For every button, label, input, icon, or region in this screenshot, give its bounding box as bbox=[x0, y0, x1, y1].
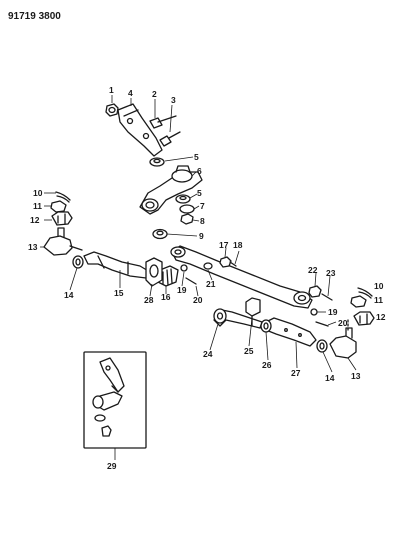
inset-detail-part-29 bbox=[83, 351, 147, 449]
adjusting-tube-part-27 bbox=[265, 317, 317, 347]
callout-5-lower: 5 bbox=[197, 188, 202, 198]
callout-16: 16 bbox=[161, 292, 171, 302]
left-tie-rod-end-group bbox=[43, 191, 197, 287]
callout-13-right: 13 bbox=[351, 371, 361, 381]
stud-part-25 bbox=[245, 297, 261, 317]
diagram-code: 91719 3800 bbox=[8, 11, 61, 22]
callout-13-left: 13 bbox=[28, 242, 38, 252]
pin-part-20-left bbox=[185, 277, 197, 285]
idler-bracket-assembly bbox=[105, 103, 203, 240]
pin-part-20-right bbox=[315, 321, 329, 327]
callout-labels: 1 2 3 4 5 6 5 7 8 9 10 11 12 13 14 15 16… bbox=[28, 85, 386, 471]
adjusting-tube-part-15 bbox=[83, 251, 151, 279]
callout-14-left: 14 bbox=[64, 290, 74, 300]
nut-part-22 bbox=[308, 285, 322, 298]
callout-4: 4 bbox=[128, 88, 133, 98]
nut-part-17 bbox=[219, 256, 232, 268]
nut-part-19-right bbox=[310, 308, 318, 316]
bolt-part-2 bbox=[149, 117, 163, 129]
callout-22: 22 bbox=[308, 265, 318, 275]
clamp-part-28 bbox=[145, 257, 163, 287]
slotted-nut-part-12-right bbox=[353, 311, 375, 326]
callout-8: 8 bbox=[200, 216, 205, 226]
callout-9: 9 bbox=[199, 231, 204, 241]
idler-bracket-part-4 bbox=[117, 103, 163, 157]
callout-20-right: 20 bbox=[338, 318, 348, 328]
callout-10-right: 10 bbox=[374, 281, 384, 291]
cotter-pin-part-10 bbox=[55, 191, 71, 201]
callout-6: 6 bbox=[197, 166, 202, 176]
tie-rod-end-part-13-left bbox=[43, 235, 73, 256]
callout-24: 24 bbox=[203, 349, 213, 359]
callout-7: 7 bbox=[200, 201, 205, 211]
callout-14-right: 14 bbox=[325, 373, 335, 383]
callout-26: 26 bbox=[262, 360, 272, 370]
callout-2: 2 bbox=[152, 89, 157, 99]
callout-10-left: 10 bbox=[33, 188, 43, 198]
slotted-nut-part-12 bbox=[51, 211, 73, 226]
callout-12-right: 12 bbox=[376, 312, 386, 322]
callout-15: 15 bbox=[114, 288, 124, 298]
callout-18: 18 bbox=[233, 240, 243, 250]
callout-25: 25 bbox=[244, 346, 254, 356]
nut-part-11-right bbox=[350, 295, 367, 308]
callout-21: 21 bbox=[206, 279, 216, 289]
leader-lines bbox=[40, 95, 357, 460]
nut-part-1 bbox=[105, 103, 119, 117]
callout-11-right: 11 bbox=[374, 295, 383, 305]
callout-27: 27 bbox=[291, 368, 301, 378]
callout-19-left: 19 bbox=[177, 285, 187, 295]
cotter-pin-part-10-right bbox=[357, 287, 373, 297]
callout-19-right: 19 bbox=[328, 307, 338, 317]
clamp-part-14-left bbox=[72, 255, 84, 269]
callout-17: 17 bbox=[219, 240, 229, 250]
callout-11-left: 11 bbox=[33, 201, 42, 211]
nut-part-8 bbox=[180, 213, 194, 225]
bolt-part-3 bbox=[159, 135, 172, 147]
callout-20-left: 20 bbox=[193, 295, 203, 305]
nut-part-11 bbox=[50, 200, 67, 213]
center-link-part-21 bbox=[170, 245, 313, 309]
callout-23: 23 bbox=[326, 268, 336, 278]
callout-5-upper: 5 bbox=[194, 152, 199, 162]
pin-part-18 bbox=[229, 261, 237, 267]
pin-part-23 bbox=[321, 293, 333, 301]
tie-rod-end-part-13-right bbox=[329, 335, 357, 359]
callout-29: 29 bbox=[107, 461, 117, 471]
callout-12-left: 12 bbox=[30, 215, 40, 225]
clamp-part-14-right bbox=[316, 339, 328, 353]
nut-part-19-left bbox=[180, 264, 188, 272]
washer-part-7 bbox=[179, 204, 195, 214]
callout-1: 1 bbox=[109, 85, 114, 95]
right-tie-rod-end-group bbox=[213, 285, 375, 359]
callout-28: 28 bbox=[144, 295, 154, 305]
callout-3: 3 bbox=[171, 95, 176, 105]
